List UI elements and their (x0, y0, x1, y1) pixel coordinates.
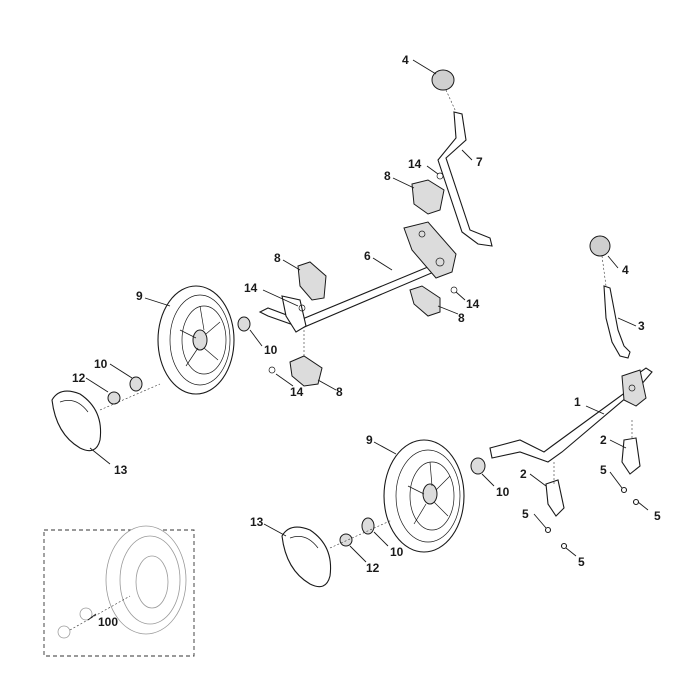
callout-3: 3 (638, 319, 645, 333)
front-hubcap (51, 390, 102, 452)
callout-14-lower: 14 (290, 385, 304, 399)
screw-set (544, 486, 640, 550)
callout-1: 1 (574, 395, 581, 409)
callout-13-front: 13 (114, 463, 128, 477)
callout-10-rear-washer: 10 (390, 545, 404, 559)
mount-bracket-right (621, 437, 641, 475)
callout-12-rear: 12 (366, 561, 380, 575)
callout-8-upper: 8 (384, 169, 391, 183)
callout-6: 6 (364, 249, 371, 263)
rear-nut (339, 533, 353, 547)
rear-axle-bracket (621, 369, 647, 407)
front-axle-assembly (258, 69, 493, 387)
front-bearing (237, 316, 251, 332)
callout-8-left: 8 (274, 251, 281, 265)
callout-4-upper: 4 (402, 53, 409, 67)
callout-8-lower: 8 (336, 385, 343, 399)
callout-10-front: 10 (264, 343, 278, 357)
clip-upper (411, 179, 445, 215)
height-lever-lower (603, 285, 631, 359)
clip-right-lower (409, 285, 441, 317)
callout-12-front: 12 (72, 371, 86, 385)
lever-knob-lower (589, 235, 611, 257)
rear-bearing (470, 457, 486, 475)
callout-14-left: 14 (244, 281, 258, 295)
front-washer (129, 376, 143, 392)
callout-5-right-lower: 5 (654, 509, 661, 523)
inset-frame (43, 529, 195, 657)
callout-13-rear: 13 (250, 515, 264, 529)
callout-10-rear: 10 (496, 485, 510, 499)
rear-hubcap (281, 526, 332, 588)
callout-2-right: 2 (600, 433, 607, 447)
callout-10-washer: 10 (94, 357, 108, 371)
front-axle-bracket (403, 221, 457, 279)
height-lever-upper (437, 111, 493, 247)
rear-washer (361, 517, 375, 535)
clip-lower (289, 355, 323, 387)
callout-labels: 4 7 14 8 6 8 14 9 10 10 12 13 14 8 14 8 … (72, 53, 661, 629)
lever-knob-upper (431, 69, 455, 91)
callout-4-lower: 4 (622, 263, 629, 277)
callout-2-left: 2 (520, 467, 527, 481)
callout-5-left-lower: 5 (578, 555, 585, 569)
callout-5-left-upper: 5 (522, 507, 529, 521)
callout-14-upper: 14 (408, 157, 422, 171)
clip-left-upper (297, 261, 327, 301)
callout-5-right-upper: 5 (600, 463, 607, 477)
front-axle-crank (281, 295, 307, 333)
front-nut (107, 391, 121, 405)
leader-lines (85, 59, 649, 621)
front-wheel-group (51, 285, 251, 452)
inset-variant (43, 525, 195, 657)
callout-7: 7 (476, 155, 483, 169)
callout-14-right: 14 (466, 297, 480, 311)
callout-8-right: 8 (458, 311, 465, 325)
rear-axle-assembly (489, 235, 653, 550)
mount-bracket-left (545, 479, 565, 517)
callout-9-rear: 9 (366, 433, 373, 447)
callout-9-front: 9 (136, 289, 143, 303)
rear-wheel-group (281, 439, 486, 588)
callout-100: 100 (98, 615, 118, 629)
